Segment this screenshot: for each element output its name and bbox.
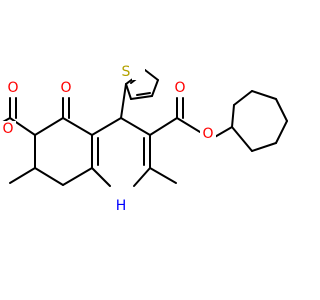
bond xyxy=(275,120,288,144)
bond xyxy=(251,90,277,100)
bond xyxy=(231,104,235,128)
bond xyxy=(125,83,132,100)
bond xyxy=(62,117,93,136)
bond xyxy=(91,117,122,136)
right-ester-carbonyl-oxygen-label: O xyxy=(174,80,185,96)
bond xyxy=(62,167,93,186)
label-bg xyxy=(200,126,216,142)
thiophene-sulfur-label: S xyxy=(122,64,131,80)
bond xyxy=(151,79,159,97)
bond xyxy=(231,126,253,152)
ketone-oxygen-label: O xyxy=(60,80,71,96)
bond xyxy=(130,95,153,100)
bond xyxy=(133,167,151,187)
bond xyxy=(34,117,64,136)
label-bg xyxy=(112,192,132,210)
bond-double xyxy=(136,92,151,96)
right-ester-ether-oxygen-label: O xyxy=(202,126,213,142)
bond xyxy=(212,126,233,139)
left-ester-ether-oxygen-label: O xyxy=(2,121,13,137)
left-ester-carbonyl-oxygen-label: O xyxy=(7,80,18,96)
bond-thiophene-c4 xyxy=(120,83,127,119)
cycloheptyl-ring xyxy=(212,90,288,152)
bond xyxy=(251,142,277,152)
cyclohexanone-ring xyxy=(34,117,93,186)
label-bg xyxy=(0,121,16,137)
bond xyxy=(275,98,288,122)
bond xyxy=(149,117,178,136)
molecule-structure-diagram: O O O S H O xyxy=(0,64,288,214)
bond xyxy=(34,167,64,186)
bond xyxy=(144,69,159,81)
dihydropyridine-ring xyxy=(91,117,151,187)
bond-methyl xyxy=(9,167,36,184)
nitrogen-h-label: H xyxy=(116,198,127,214)
molecule-structure-canvas: O O O S H O xyxy=(0,64,288,214)
bond xyxy=(91,167,111,187)
bond-ether xyxy=(176,117,201,133)
label-bg xyxy=(132,64,145,80)
bond xyxy=(9,117,36,136)
bond-methyl xyxy=(149,167,177,184)
bond xyxy=(120,117,151,136)
bond xyxy=(233,90,253,106)
